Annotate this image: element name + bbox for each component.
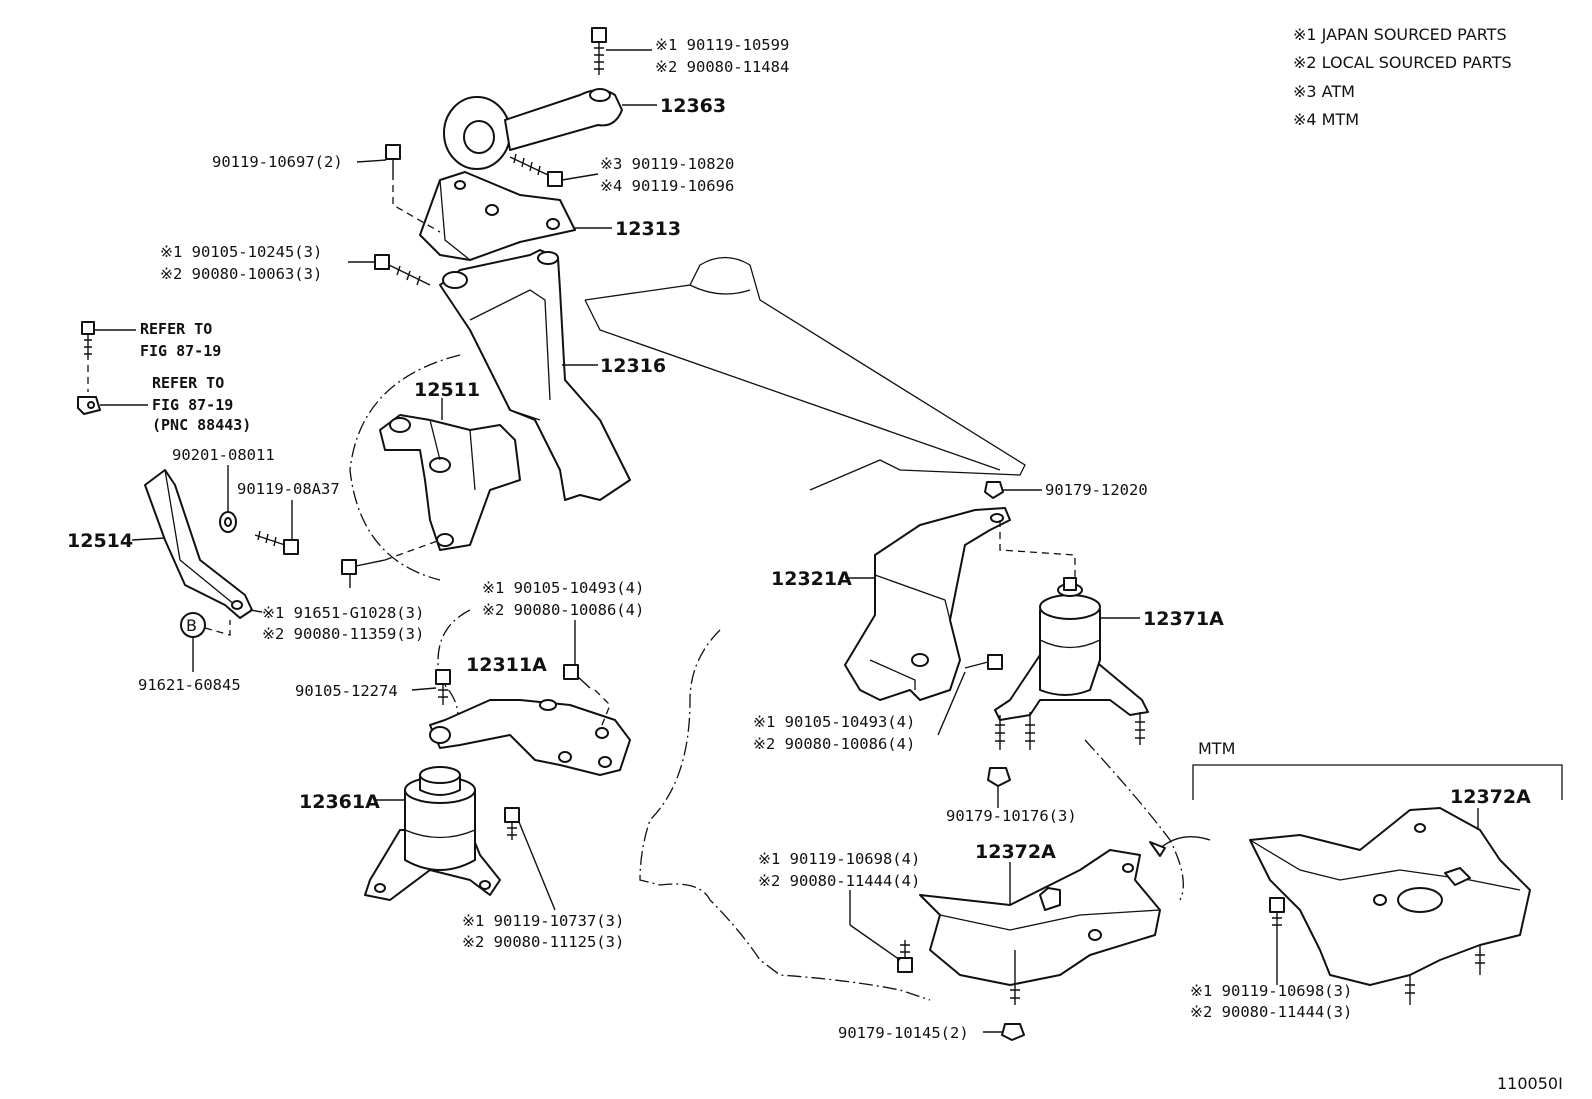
nut-90179-12020 [984, 481, 1076, 580]
bracket-12321A [844, 507, 1011, 701]
mount-12372A-mtm [1249, 807, 1531, 1005]
label-90080-11359: ※2 90080-11359(3) [262, 625, 424, 643]
label-12313: 12313 [615, 218, 681, 240]
legend-atm: ※3 ATM [1293, 82, 1355, 101]
bracket-12316 [439, 249, 631, 501]
label-12363: 12363 [660, 95, 726, 117]
bolt-90119-10599 [591, 27, 607, 75]
label-90119-10820: ※3 90119-10820 [600, 155, 734, 173]
label-90080-10086-b: ※2 90080-10086(4) [753, 735, 915, 753]
legend-japan-sourced: ※1 JAPAN SOURCED PARTS [1293, 25, 1507, 44]
label-90119-10698-b: ※1 90119-10698(3) [1190, 982, 1352, 1000]
label-90080-11484: ※2 90080-11484 [655, 58, 789, 76]
label-90080-11125: ※2 90080-11125(3) [462, 933, 624, 951]
label-91651-G1028: ※1 91651-G1028(3) [262, 604, 424, 622]
bolt-90105-12274 [435, 669, 451, 705]
label-refer-to-1: REFER TO [140, 320, 212, 338]
label-refer-to-2: REFER TO [152, 374, 224, 392]
label-90119-10698-a: ※1 90119-10698(4) [758, 850, 920, 868]
label-mtm: MTM [1198, 739, 1235, 758]
label-90105-10245: ※1 90105-10245(3) [160, 243, 322, 261]
label-90080-11444-b: ※2 90080-11444(3) [1190, 1003, 1352, 1021]
legend-local-sourced: ※2 LOCAL SOURCED PARTS [1293, 53, 1512, 72]
bolt-90119-10737 [504, 807, 520, 840]
label-12361A: 12361A [299, 791, 380, 813]
label-90119-10697: 90119-10697(2) [212, 153, 343, 171]
label-12311A: 12311A [466, 654, 547, 676]
bracket-12311A [429, 699, 631, 776]
label-pnc-88443: (PNC 88443) [152, 416, 251, 434]
label-90119-08A37: 90119-08A37 [237, 480, 340, 498]
label-12372A-a: 12372A [975, 841, 1056, 863]
label-circle-b: B [186, 616, 197, 635]
mount-12372A [919, 849, 1161, 1005]
label-12321A: 12321A [771, 568, 852, 590]
label-12514: 12514 [67, 530, 133, 552]
label-12371A: 12371A [1143, 608, 1224, 630]
bolt-90119-08A37 [254, 530, 299, 555]
label-fig-87-19-2: FIG 87-19 [152, 396, 233, 414]
bracket-12514 [144, 469, 253, 619]
legend: ※1 JAPAN SOURCED PARTS ※2 LOCAL SOURCED … [1293, 25, 1512, 129]
bolt-90105-10493-a [563, 664, 611, 731]
bolt-90119-10697 [385, 144, 441, 233]
label-fig-87-19-1: FIG 87-19 [140, 342, 221, 360]
label-91621-60845: 91621-60845 [138, 676, 241, 694]
mtm-bracket-group [1149, 764, 1563, 857]
label-12316: 12316 [600, 355, 666, 377]
part-labels: ※1 90119-10599 ※2 90080-11484 12363 9011… [67, 36, 1563, 1093]
bolt-90105-10493-b [964, 654, 1003, 670]
mount-12371A [994, 577, 1149, 750]
label-90105-12274: 90105-12274 [295, 682, 398, 700]
bracket-12511 [379, 414, 521, 551]
drawing-number: 110050I [1497, 1074, 1563, 1093]
refer-parts [77, 321, 101, 415]
label-90119-10737: ※1 90119-10737(3) [462, 912, 624, 930]
label-90179-12020: 90179-12020 [1045, 481, 1148, 499]
washer-90201-08011 [219, 511, 237, 533]
bolt-90119-10698-a [897, 940, 913, 973]
label-12372A-b: 12372A [1450, 786, 1531, 808]
mount-12361A [364, 766, 501, 901]
torque-rod-12363 [443, 88, 623, 170]
label-90105-10493-a: ※1 90105-10493(4) [482, 579, 644, 597]
label-12511: 12511 [414, 379, 480, 401]
label-90080-10086-a: ※2 90080-10086(4) [482, 601, 644, 619]
nut-90179-10145 [1001, 1023, 1025, 1041]
bolt-91651-G1028 [341, 539, 441, 575]
label-90179-10176: 90179-10176(3) [946, 807, 1077, 825]
nut-90179-10176 [987, 767, 1011, 798]
bolt-90119-10820 [509, 153, 563, 187]
leader-lines [94, 49, 1479, 1033]
label-90080-11444-a: ※2 90080-11444(4) [758, 872, 920, 890]
bolt-90105-10245 [374, 254, 431, 286]
label-90119-10696: ※4 90119-10696 [600, 177, 734, 195]
legend-mtm: ※4 MTM [1293, 110, 1359, 129]
label-90201-08011: 90201-08011 [172, 446, 275, 464]
label-90080-10063: ※2 90080-10063(3) [160, 265, 322, 283]
label-90105-10493-b: ※1 90105-10493(4) [753, 713, 915, 731]
label-90119-10599: ※1 90119-10599 [655, 36, 789, 54]
bolt-90119-10698-b [1269, 897, 1285, 935]
bracket-12313 [419, 171, 576, 261]
label-90179-10145: 90179-10145(2) [838, 1024, 969, 1042]
